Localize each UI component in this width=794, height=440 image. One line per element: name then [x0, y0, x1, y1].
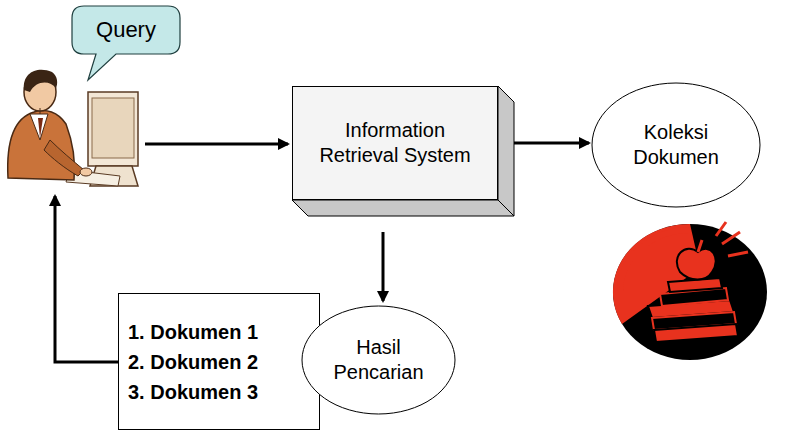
system-box-outline: [292, 86, 498, 200]
connector-arrow: [382, 232, 385, 301]
process-label: Information Retrieval System: [305, 118, 485, 168]
result-arrow: [55, 196, 118, 362]
collection-ellipse-outline: [591, 82, 761, 208]
query-arrow: [145, 143, 288, 146]
collection-ellipse: Koleksi Dokumen: [591, 82, 761, 208]
connector-arrow: [502, 142, 589, 145]
speech-bubble: Query: [72, 6, 180, 54]
bubble-text: Query: [96, 16, 156, 44]
books-icon: [613, 222, 767, 360]
system-box: Information Retrieval System: [292, 86, 498, 200]
collection-label: Koleksi Dokumen: [621, 120, 731, 170]
result-list: 1. Dokumen 12. Dokumen 23. Dokumen 3: [118, 293, 320, 430]
results-ellipse: Hasil Pencarian: [301, 305, 456, 415]
list-item: 3. Dokumen 3: [128, 377, 258, 407]
user-clipart: [8, 70, 138, 186]
results-label: Hasil Pencarian: [329, 335, 429, 385]
list-item: 1. Dokumen 1: [128, 317, 258, 347]
list-item: 2. Dokumen 2: [128, 347, 258, 377]
results-ellipse-outline: [301, 305, 456, 415]
